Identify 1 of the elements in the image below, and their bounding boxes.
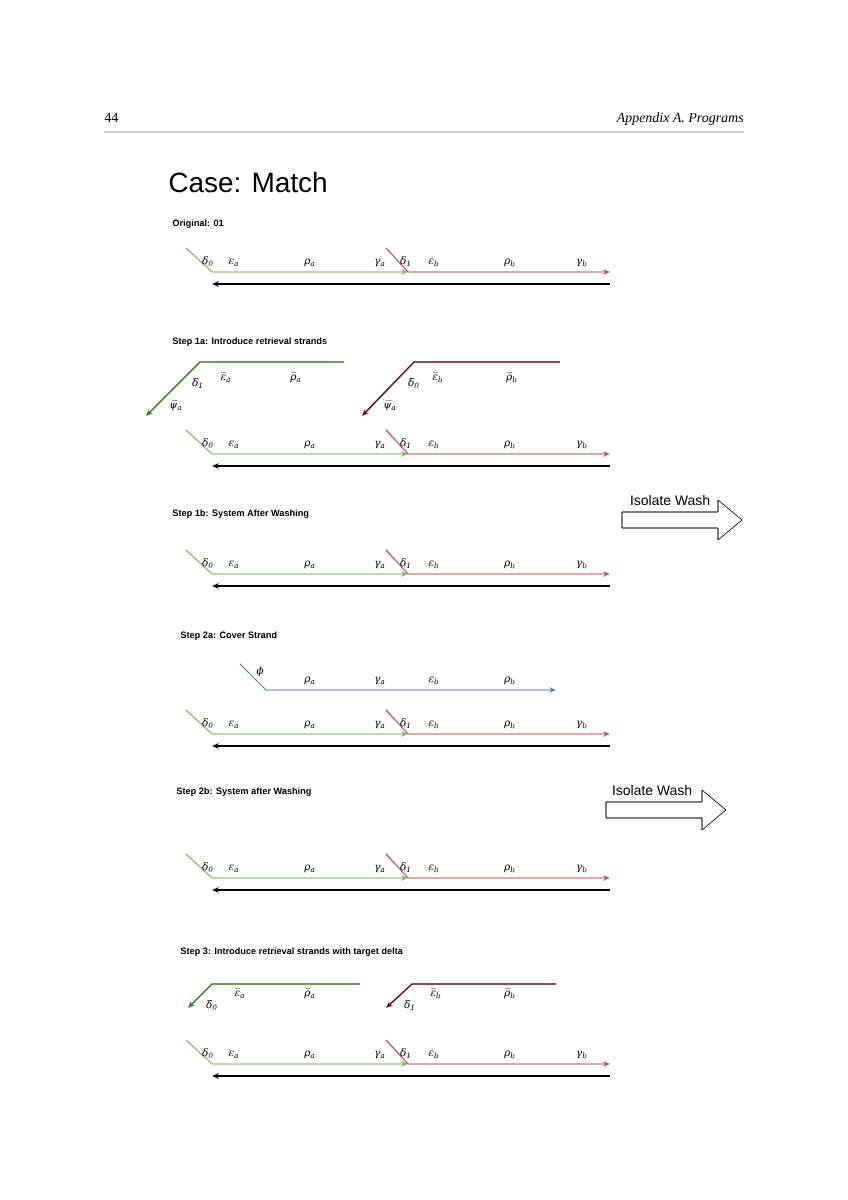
title: Case: Match xyxy=(169,171,326,193)
